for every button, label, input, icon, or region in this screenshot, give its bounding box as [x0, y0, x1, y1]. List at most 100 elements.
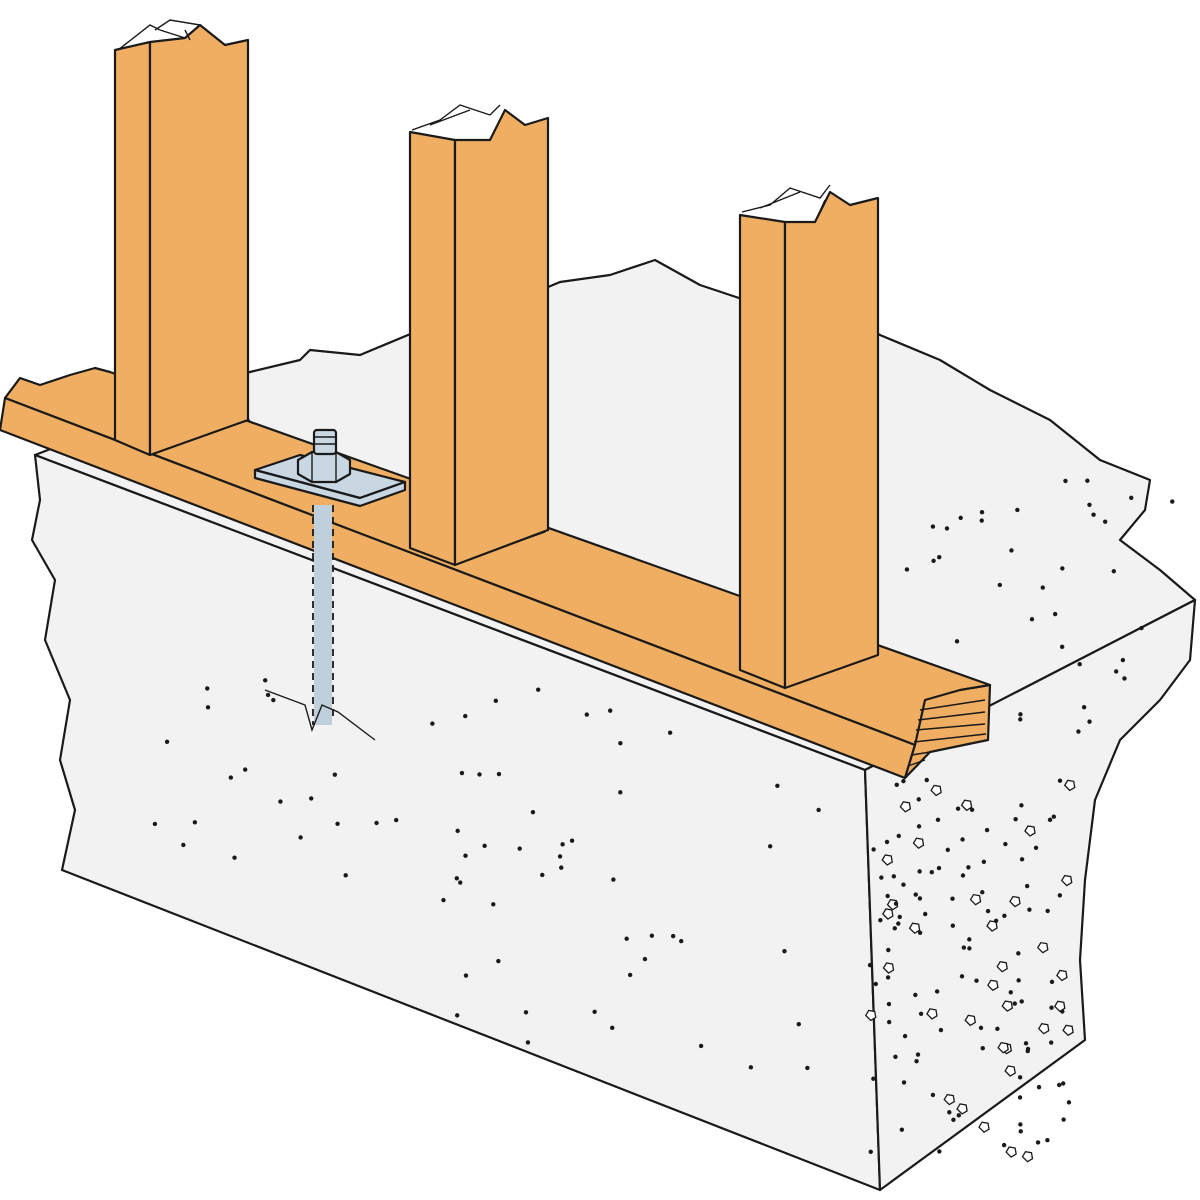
speckle-dot — [1018, 712, 1023, 717]
speckle-dot — [559, 865, 564, 870]
speckle-dot — [1060, 1081, 1066, 1086]
speckle-dot — [263, 678, 268, 683]
speckle-dot — [459, 770, 465, 776]
stud-2-side — [408, 130, 457, 567]
speckle-dot — [1087, 719, 1092, 724]
speckle-dot — [1040, 585, 1045, 590]
speckle-dot — [796, 1021, 801, 1027]
speckle-dot — [913, 992, 918, 998]
speckle-dot — [627, 972, 633, 978]
speckle-dot — [1170, 499, 1175, 504]
stud-3 — [738, 184, 880, 690]
speckle-dot — [393, 817, 399, 823]
speckle-dot — [592, 1009, 597, 1015]
speckle-dot — [935, 817, 941, 823]
speckle-dot — [897, 914, 902, 920]
speckle-dot — [517, 846, 522, 851]
speckle-dot — [967, 937, 972, 942]
speckle-dot — [960, 873, 966, 878]
speckle-dot — [477, 772, 482, 777]
speckle-dot — [374, 820, 379, 826]
gravel-mark — [996, 960, 1008, 973]
gravel-mark — [1062, 1024, 1074, 1037]
speckle-dot — [1025, 1048, 1030, 1054]
gravel-mark — [926, 1008, 938, 1020]
speckle-dot — [1047, 817, 1053, 823]
gravel-mark — [956, 1103, 968, 1115]
speckle-dot — [1018, 1122, 1023, 1127]
speckle-dot — [997, 582, 1003, 588]
speckle-dot — [1091, 512, 1096, 517]
gravel-mark — [1037, 1022, 1050, 1035]
speckle-dot — [1035, 1140, 1041, 1145]
speckle-dot — [917, 896, 923, 901]
speckle-dot — [1016, 978, 1021, 983]
speckle-dot — [1029, 617, 1035, 622]
speckle-dot — [557, 854, 563, 859]
speckle-dot — [886, 1019, 892, 1025]
gravel-mark — [908, 922, 921, 935]
gravel-mark — [881, 854, 893, 866]
speckle-dot — [995, 1026, 1000, 1032]
speckle-dot — [896, 833, 901, 839]
concrete-foundation — [30, 258, 1197, 1192]
speckle-dot — [1027, 907, 1032, 912]
gravel-mark — [969, 893, 982, 906]
anchor-bolt — [253, 428, 407, 741]
speckle-dot — [979, 518, 984, 523]
speckle-dot — [931, 558, 936, 563]
speckle-dot — [1102, 519, 1108, 524]
speckle-dot — [901, 882, 906, 887]
gravel-mark — [1060, 874, 1073, 887]
speckle-dot — [954, 639, 960, 644]
speckle-dot — [879, 875, 884, 880]
speckle-dot — [608, 708, 613, 713]
speckle-dot — [1018, 717, 1023, 722]
speckle-dot — [1017, 1075, 1023, 1080]
stud-1 — [113, 19, 250, 457]
speckle-dot — [618, 740, 623, 746]
speckle-dot — [1018, 1129, 1023, 1134]
gravel-mark — [912, 837, 925, 850]
speckle-dot — [937, 555, 942, 560]
speckle-dot — [584, 712, 590, 717]
speckle-dot — [610, 1025, 615, 1031]
speckle-dot — [1051, 814, 1057, 819]
speckle-dot — [1049, 1005, 1054, 1010]
speckle-dot — [816, 807, 821, 813]
speckle-dot — [611, 877, 616, 882]
speckle-dot — [969, 807, 975, 812]
stud-1-front — [148, 23, 250, 457]
speckle-dot — [947, 1110, 952, 1115]
speckle-dot — [698, 1043, 704, 1049]
speckle-dot — [181, 842, 186, 848]
gravel-mark — [986, 920, 998, 932]
speckle-dot — [496, 771, 502, 777]
speckle-dot — [1002, 913, 1007, 918]
speckle-dot — [960, 837, 965, 842]
speckle-dot — [917, 930, 923, 935]
speckle-dot — [1060, 566, 1065, 571]
speckle-dot — [959, 974, 965, 979]
speckle-dot — [1019, 857, 1025, 862]
speckle-dot — [271, 697, 276, 703]
speckle-dot — [1009, 548, 1014, 553]
speckle-dot — [993, 918, 999, 924]
speckle-dot — [1063, 478, 1068, 484]
speckle-dot — [1013, 817, 1018, 822]
speckle-dot — [1024, 883, 1030, 889]
speckle-dot — [951, 1117, 956, 1122]
speckle-dot — [918, 1011, 924, 1016]
gravel-mark — [997, 1042, 1009, 1054]
speckle-dot — [463, 713, 468, 719]
speckle-dot — [535, 687, 541, 692]
speckle-dot — [1129, 495, 1134, 501]
gravel-mark — [930, 784, 942, 797]
stud-3-front — [783, 190, 880, 690]
speckle-dot — [463, 853, 468, 858]
speckle-dot — [1056, 1082, 1062, 1088]
speckle-dot — [966, 865, 971, 870]
speckle-dot — [1052, 611, 1058, 617]
speckle-dot — [642, 956, 648, 962]
gravel-mark — [1009, 895, 1021, 908]
